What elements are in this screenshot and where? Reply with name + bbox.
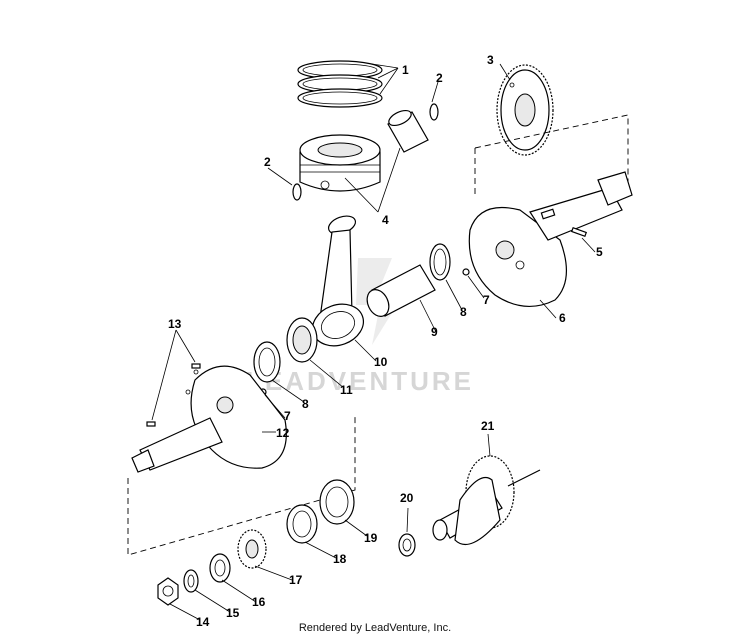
alignment-line-right	[474, 114, 629, 198]
needle-bearing	[286, 317, 318, 363]
callout-4: 4	[382, 213, 389, 227]
crank-pin	[366, 264, 436, 317]
callout-7-lower: 7	[284, 409, 291, 423]
retaining-ring-lower	[292, 183, 302, 201]
callout-16: 16	[252, 595, 266, 609]
crankshaft-gear	[496, 64, 554, 156]
callout-19: 19	[364, 531, 378, 545]
callout-17: 17	[289, 573, 303, 587]
callout-9: 9	[431, 325, 438, 339]
woodruff-key	[570, 226, 588, 238]
callout-2-upper: 2	[436, 71, 443, 85]
callout-13: 13	[168, 317, 182, 331]
dowel-pin-upper	[191, 363, 201, 369]
washer-15	[183, 569, 199, 593]
piston-pin	[387, 109, 429, 153]
ball-upper	[462, 268, 470, 276]
callout-3: 3	[487, 53, 494, 67]
dowel-pin-lower	[146, 421, 156, 427]
callout-21: 21	[481, 419, 495, 433]
crankshaft-right	[468, 171, 633, 308]
callout-20: 20	[400, 491, 414, 505]
callout-12: 12	[276, 426, 290, 440]
crankshaft-left	[131, 365, 287, 473]
retaining-ring-upper	[429, 103, 439, 121]
piston	[299, 134, 381, 192]
callout-8-lower: 8	[302, 397, 309, 411]
leader-lines	[151, 63, 596, 621]
callout-5: 5	[596, 245, 603, 259]
thrust-washer-upper	[429, 243, 451, 281]
washer-20	[398, 533, 416, 557]
nut-14	[157, 577, 179, 606]
seal-18	[286, 504, 318, 544]
callout-10: 10	[374, 355, 388, 369]
bearing-19	[319, 479, 355, 525]
alignment-line-left	[127, 415, 356, 556]
washer-16	[209, 553, 231, 583]
connecting-rod	[312, 215, 364, 347]
watermark-text: LEADVENTURE	[246, 366, 474, 396]
callout-8-upper: 8	[460, 305, 467, 319]
camshaft	[432, 455, 541, 545]
rendered-by-footer: Rendered by LeadVenture, Inc.	[298, 622, 452, 634]
callout-6: 6	[559, 311, 566, 325]
callout-7-upper: 7	[483, 293, 490, 307]
callout-11: 11	[340, 383, 353, 397]
callout-18: 18	[333, 552, 347, 566]
thrust-washer-lower	[253, 341, 281, 383]
callout-15: 15	[226, 606, 240, 620]
callout-1: 1	[402, 63, 409, 77]
callout-14: 14	[196, 615, 210, 629]
callout-2-lower: 2	[264, 155, 271, 169]
piston-rings	[297, 60, 383, 108]
